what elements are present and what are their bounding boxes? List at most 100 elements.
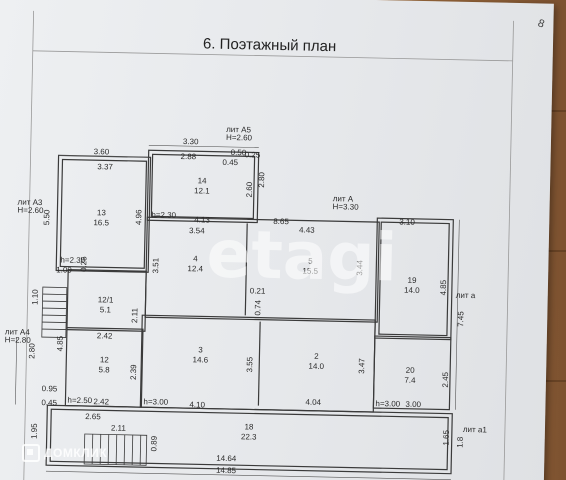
- room-number: 19: [408, 276, 418, 285]
- dim: 0.45: [41, 398, 57, 407]
- dim: 4.96: [134, 209, 143, 225]
- lit-a5-height: H=2.60: [226, 133, 253, 143]
- domclick-logo: ДОМКЛИК: [22, 444, 107, 462]
- dim: 0.74: [253, 299, 262, 315]
- wall-room-12-1: [66, 269, 147, 332]
- dim: 2.39: [129, 364, 138, 380]
- lit-a1-label: лит а1: [463, 425, 488, 435]
- dim: 1.00: [56, 265, 72, 274]
- room-area: 12.1: [194, 186, 210, 195]
- room-number: 3: [198, 345, 203, 354]
- dim: 3.55: [245, 356, 254, 372]
- dim: 3.37: [97, 162, 113, 171]
- wall-room-14: [146, 149, 260, 224]
- wall-3-2: [257, 321, 261, 406]
- dimension-lines: [15, 144, 460, 480]
- dim: 4.85: [55, 335, 64, 351]
- room-number: 4: [193, 254, 198, 263]
- domclick-logo-text: ДОМКЛИК: [44, 446, 108, 460]
- dimension-labels: 3.30 3.60 3.37 2.88 0.50 0.25 0.45 2.80 …: [27, 137, 465, 475]
- wall-room-13-inner: [59, 158, 148, 269]
- dim: 3.54: [189, 226, 205, 235]
- dim: 0.45: [222, 158, 238, 167]
- dim: 3.51: [151, 257, 160, 273]
- room-number: 13: [97, 208, 107, 217]
- room-number: 12: [100, 355, 110, 364]
- dim: 3.47: [357, 358, 366, 374]
- dim: 2.11: [130, 307, 139, 323]
- dim: 0.95: [42, 384, 58, 393]
- dim: 2.11: [111, 424, 127, 433]
- page-margin-line: [23, 10, 35, 480]
- stairs-a1: [83, 433, 148, 466]
- lit-a-label: лит А: [333, 194, 354, 203]
- dim: 5.50: [42, 209, 51, 225]
- dim: 0.89: [149, 435, 158, 451]
- dim: 1.65: [442, 429, 451, 445]
- room-number: 2: [314, 352, 319, 361]
- document-title: 6. Поэтажный план: [203, 35, 337, 55]
- room-number: 18: [244, 422, 254, 431]
- wall-4-5: [244, 223, 248, 316]
- dim: h=2.30: [60, 255, 85, 265]
- room-area: 15.5: [302, 267, 318, 276]
- dim: h=3.00: [375, 399, 400, 409]
- room-area: 5.8: [98, 365, 110, 374]
- lit-a3-height: H=2.60: [17, 206, 44, 216]
- room-area: 14.0: [308, 362, 324, 371]
- dim: 14.64: [216, 454, 237, 463]
- dim: 3.10: [399, 218, 415, 227]
- title-underline: [32, 50, 513, 62]
- dim: 2.42: [97, 331, 113, 340]
- lit-a4-height: H=2.80: [5, 335, 32, 345]
- wall-room-19: [374, 217, 454, 341]
- dim: 4.85: [439, 279, 448, 295]
- room-area: 14.0: [404, 286, 420, 295]
- watermark-etagi: etagi: [206, 216, 398, 297]
- dim: 4.04: [305, 398, 321, 407]
- room-area: 14.6: [192, 355, 208, 364]
- wall-room-14-inner: [150, 153, 256, 220]
- wall-room-19-inner: [378, 221, 450, 337]
- dim: 8.65: [273, 217, 289, 226]
- room-area: 22.3: [241, 432, 257, 441]
- dim: 3.60: [94, 147, 110, 156]
- dim: 3.30: [183, 137, 199, 146]
- lit-a3-label: лит А3: [18, 198, 44, 208]
- dim: 4.13: [194, 215, 210, 224]
- dim: 0.25: [245, 150, 261, 159]
- dim: h=2.50: [67, 396, 92, 406]
- dim: 0.50: [231, 148, 247, 157]
- dim: 4.43: [299, 225, 315, 234]
- dim: 2.42: [93, 397, 109, 406]
- wall-block-a-top: [144, 216, 380, 323]
- dim: 0.25: [79, 256, 88, 272]
- dim: 7.45: [456, 311, 465, 327]
- dim: h=2.30: [151, 210, 176, 220]
- room-labels: 14 12.1 13 16.5 4 12.4 5 15.5 19 14.0 12…: [93, 176, 420, 441]
- lit-a5-label: лит А5: [226, 125, 252, 135]
- dim: 1.95: [30, 423, 39, 439]
- room-number: 5: [308, 257, 313, 266]
- dim: 1.10: [30, 289, 39, 305]
- room-number: 14: [198, 176, 208, 185]
- stairs: [41, 286, 148, 466]
- wall-room-18-inner: [49, 408, 449, 471]
- dim: 3.44: [355, 260, 364, 276]
- dim: 2.88: [181, 152, 197, 161]
- dim: 4.10: [189, 400, 205, 409]
- domclick-logo-icon: [22, 444, 40, 462]
- page-margin-line: [503, 20, 514, 480]
- document-paper: 6. Поэтажный план: [0, 0, 554, 480]
- dim: 2.65: [85, 412, 101, 421]
- dim: h=3.00: [143, 397, 168, 407]
- lit-a4-label: лит А4: [5, 327, 31, 337]
- room-area: 5.1: [100, 305, 112, 314]
- dim: 2.80: [257, 171, 266, 187]
- room-number: 20: [406, 366, 416, 375]
- dim: 0.21: [250, 286, 266, 295]
- wall-room-18: [45, 404, 453, 475]
- dim: 2.45: [441, 371, 450, 387]
